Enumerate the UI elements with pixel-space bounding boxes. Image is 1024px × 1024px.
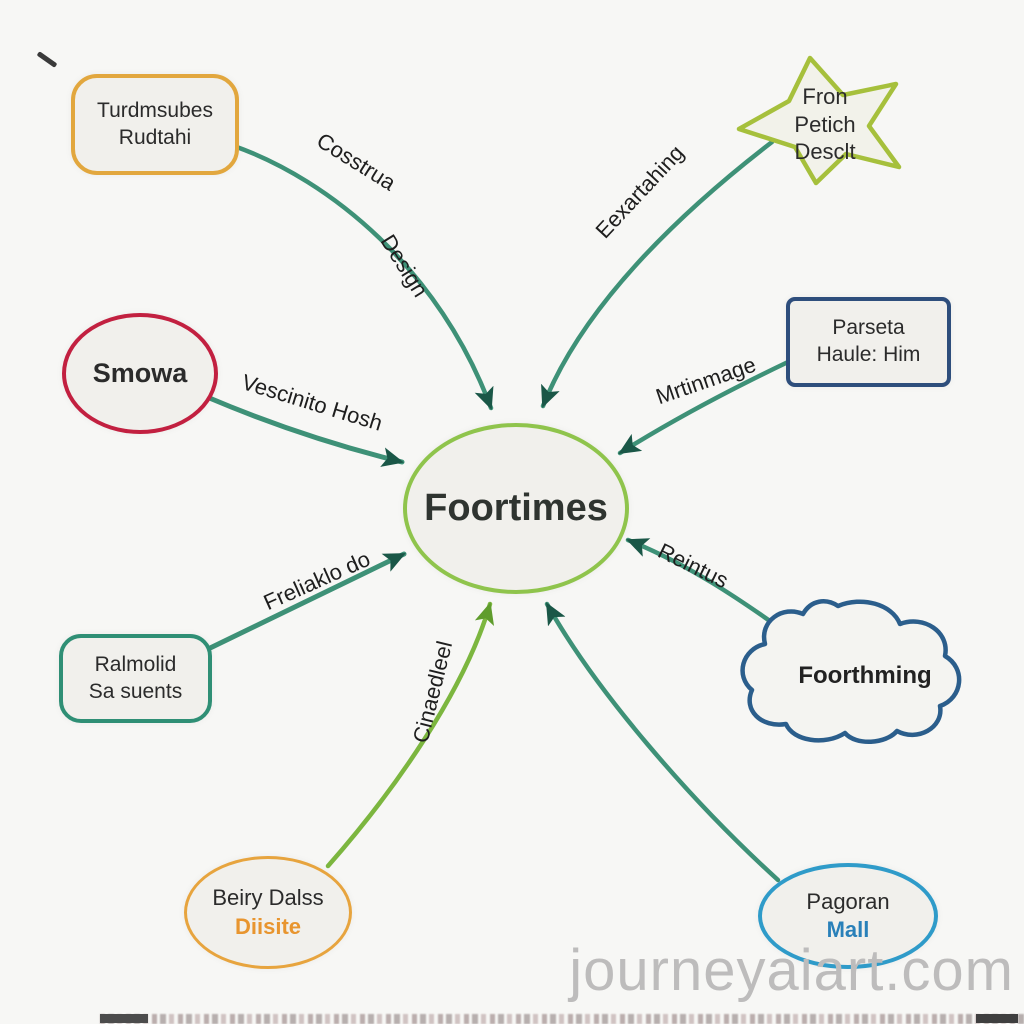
edge-pagoran-to-center (544, 601, 781, 883)
star-node-shape (736, 55, 902, 186)
bottom-artifact-strip (100, 1014, 1024, 1024)
watermark-text: journeyaiart.com (569, 938, 1014, 1003)
edge-beiry-to-center (325, 601, 495, 869)
node-ralmolid-line1: Ralmolid (94, 652, 177, 676)
node-center: Foortimes (403, 423, 629, 594)
node-ralmolid-line2: Sa suents (88, 679, 183, 703)
cloud-node-shape (740, 599, 962, 745)
node-pagoran-line1: Pagoran (806, 888, 890, 914)
edge-turdmsubes-to-center (231, 143, 494, 411)
bottom-artifact-block-right (976, 1014, 1018, 1023)
node-star-line2: Petich (794, 111, 856, 137)
node-parseta-line1: Parseta (832, 316, 905, 340)
node-beiry-line1: Beiry Dalss (212, 885, 324, 911)
node-parseta-line2: Haule: Him (816, 343, 921, 366)
node-cloud-label: Foorthming (798, 662, 932, 689)
node-parseta: Parseta Haule: Him (786, 297, 951, 387)
node-star-line3: Desclt (794, 139, 856, 164)
node-smowa: Smowa (62, 313, 218, 434)
node-beiry-line2: Diisite (234, 913, 302, 939)
edge-ralmolid-to-center (203, 551, 407, 653)
node-center-label: Foortimes (424, 487, 608, 530)
node-ralmolid: Ralmolid Sa suents (59, 634, 212, 723)
edge-smowa-to-center (204, 394, 405, 467)
edge-star-to-center (540, 139, 775, 409)
node-smowa-label: Smowa (92, 358, 188, 389)
node-turdmsubes-line1: Turdmsubes (97, 98, 213, 122)
node-pagoran-line2: Mall (826, 917, 870, 942)
node-pagoran: Pagoran Mall (758, 863, 938, 969)
node-turdmsubes: Turdmsubes Rudtahi (71, 74, 239, 175)
node-star-line1: Fron (802, 84, 848, 109)
edge-parseta-to-center (617, 359, 791, 456)
node-turdmsubes-line2: Rudtahi (118, 125, 192, 149)
node-star-label: Fron Petich Desclt (757, 83, 893, 166)
node-beiry: Beiry Dalss Diisite (184, 856, 352, 969)
bottom-artifact-block-left (100, 1014, 148, 1023)
